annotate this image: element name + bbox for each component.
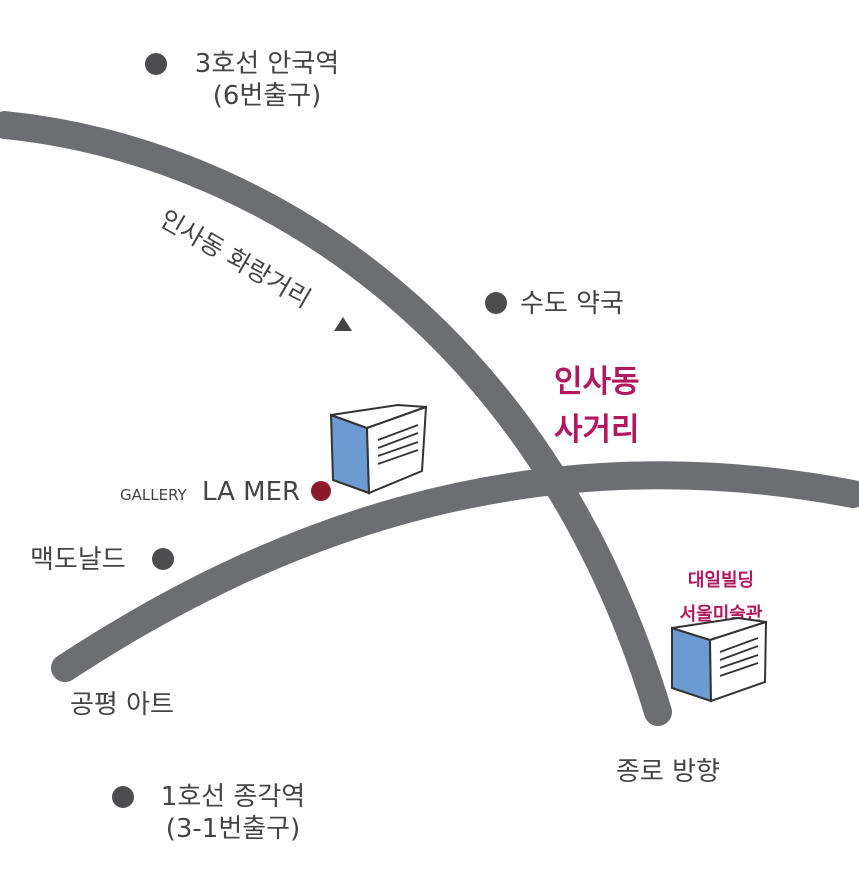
anguk-exit-label: (6번출구) (213, 81, 322, 111)
building-window-line (719, 654, 759, 669)
jonggak-exit-label: (3-1번출구) (166, 814, 301, 844)
building-icon (329, 403, 428, 495)
gallery-prefix-label: GALLERY (120, 486, 188, 504)
landmark-mcdonalds: 맥도날드 (30, 545, 174, 575)
building-window-line (377, 441, 419, 457)
landmark-jongno-direction: 종로 방향 (616, 757, 720, 787)
landmark-jonggak-station: 1호선 종각역 (3-1번출구) (112, 782, 305, 844)
building-window-line (719, 637, 759, 653)
roads (0, 111, 859, 726)
jongno-direction-label: 종로 방향 (616, 757, 720, 787)
landmark-sudo-pharmacy: 수도 약국 (485, 289, 624, 319)
landmark-gallery-la-mer: GALLERY LA MER (120, 477, 331, 507)
gongpyeong-label: 공평 아트 (70, 690, 174, 720)
intersection-label-line2: 사거리 (554, 412, 640, 448)
landmark-daeil-building: 대일빌딩 서울미술관 (680, 570, 763, 625)
station-dot-icon (145, 53, 167, 75)
building-window-line (377, 424, 419, 441)
building-window-line (377, 432, 419, 449)
road-insadong-gil (0, 111, 672, 726)
mcdonalds-dot-icon (152, 548, 174, 570)
anguk-station-label: 3호선 안국역 (195, 49, 339, 79)
pharmacy-dot-icon (485, 292, 507, 314)
building-window-line (719, 662, 759, 677)
sudo-pharmacy-label: 수도 약국 (520, 289, 624, 319)
station-dot-icon (112, 786, 134, 808)
daeil-building-label: 대일빌딩 (688, 570, 754, 591)
gallery-name-label: LA MER (202, 477, 300, 507)
landmark-intersection: 인사동 사거리 (554, 364, 640, 448)
building-icon (671, 616, 768, 703)
road-cross-street (51, 461, 859, 682)
mcdonalds-label: 맥도날드 (30, 545, 126, 575)
jonggak-station-label: 1호선 종각역 (161, 782, 305, 812)
intersection-label-line1: 인사동 (554, 364, 640, 400)
building-window-line (719, 645, 759, 661)
landmark-anguk-station: 3호선 안국역 (6번출구) (145, 49, 339, 111)
gallery-marker-icon (311, 481, 331, 501)
landmark-gongpyeong-art: 공평 아트 (70, 690, 174, 720)
building-window-line (377, 449, 419, 465)
triangle-up-icon (334, 317, 352, 331)
